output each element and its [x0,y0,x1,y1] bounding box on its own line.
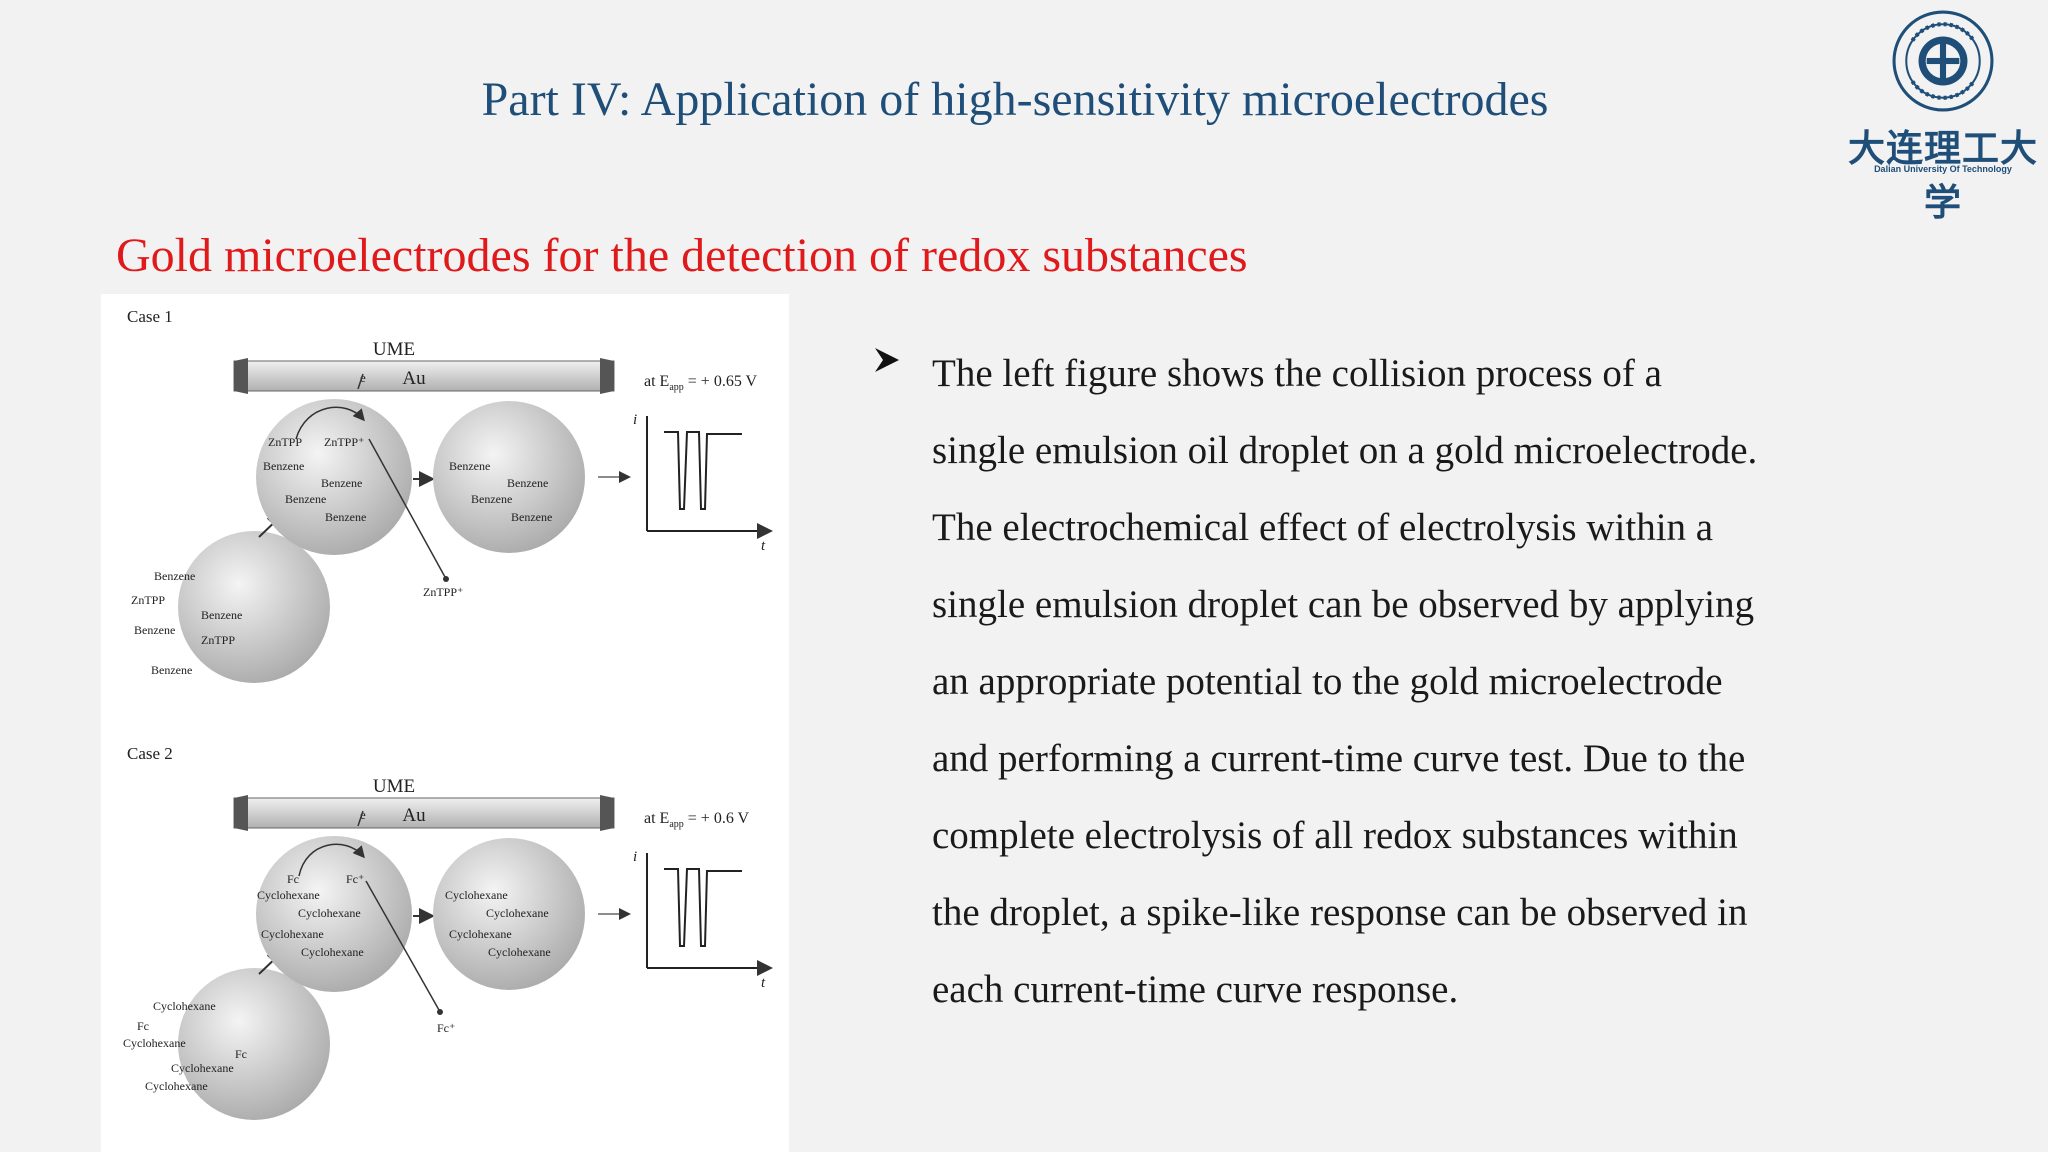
svg-text:Benzene: Benzene [285,492,326,506]
case-1-release-line [368,438,446,578]
case-2-electrode-material: Au [402,805,426,826]
svg-text:ZnTPP: ZnTPP [201,633,235,647]
description-line: an appropriate potential to the gold mic… [932,660,1723,703]
svg-text:ZnTPP: ZnTPP [131,593,165,607]
svg-text:Cyclohexane: Cyclohexane [171,1061,234,1075]
case-1-electrode-label: UME [373,339,415,360]
case-1-approaching-droplet [178,531,330,683]
svg-text:Cyclohexane: Cyclohexane [153,999,216,1013]
description-line: The left figure shows the collision proc… [932,352,1662,395]
case-2-release-line [365,880,440,1011]
slide-title: Part IV: Application of high-sensitivity… [481,73,1549,126]
svg-text:Fc: Fc [137,1019,149,1033]
svg-text:Fc: Fc [235,1047,247,1061]
case-1-panel: Case 1 UME Au e at Eapp = + 0.65 V Benze… [127,307,773,683]
description-line: and performing a current-time curve test… [932,737,1746,780]
case-2-electron-transfer-arrow [298,843,365,877]
section-heading: Gold microelectrodes for the detection o… [116,229,1248,282]
arrow-bullet-icon [875,348,899,372]
case-2-after-droplet-contents: Cyclohexane Cyclohexane Cyclohexane Cycl… [445,888,551,959]
svg-text:Benzene: Benzene [201,608,242,622]
case-1-released-species: ZnTPP⁺ [423,585,463,599]
description-line: The electrochemical effect of electrolys… [932,506,1714,549]
case-1-electrode-material: Au [402,368,426,389]
logo-chinese-name: 大连理工大学 [1848,126,2038,224]
logo-english-name: Dalian University Of Technology [1874,164,2012,174]
svg-text:Cyclohexane: Cyclohexane [301,945,364,959]
case-1-contacting-droplet [256,399,412,555]
case-1-contacting-droplet-contents: ZnTPP ZnTPP⁺ Benzene Benzene Benzene Ben… [263,435,366,524]
svg-text:Fc⁺: Fc⁺ [346,872,364,886]
svg-text:Cyclohexane: Cyclohexane [257,888,320,902]
case-1-after-droplet-contents: Benzene Benzene Benzene Benzene [449,459,552,524]
collision-diagram: Case 1 UME Au e at Eapp = + 0.65 V Benze… [123,307,773,1120]
description-line: the droplet, a spike-like response can b… [932,891,1748,934]
svg-text:Fc: Fc [287,872,299,886]
svg-text:Benzene: Benzene [511,510,552,524]
case-2-approaching-droplet [178,968,330,1120]
case-2-panel: Case 2 UME Au e at Eapp = + 0.6 V Cycloh… [123,744,773,1120]
description-line: single emulsion droplet can be observed … [932,583,1755,626]
university-logo: 大连理工大学 Dalian University Of Technology [1848,10,2038,224]
case-1-label: Case 1 [127,307,173,326]
svg-text:ZnTPP⁺: ZnTPP⁺ [324,435,364,449]
svg-text:Cyclohexane: Cyclohexane [123,1036,186,1050]
case-1-electron: e [360,370,366,385]
svg-text:Benzene: Benzene [471,492,512,506]
case-2-axis-i: i [633,849,637,865]
svg-text:Cyclohexane: Cyclohexane [486,906,549,920]
svg-text:Benzene: Benzene [321,476,362,490]
svg-text:Benzene: Benzene [154,569,195,583]
case-2-approaching-droplet-contents: Cyclohexane Fc Cyclohexane Fc Cyclohexan… [123,999,247,1093]
case-1-spike-trace [664,431,742,510]
case-2-label: Case 2 [127,744,173,763]
description-line: each current-time curve response. [932,968,1459,1011]
case-2-spike-trace [664,868,742,947]
description-line: complete electrolysis of all redox subst… [932,814,1738,857]
svg-text:Cyclohexane: Cyclohexane [445,888,508,902]
case-2-after-droplet [433,838,585,990]
svg-text:Benzene: Benzene [507,476,548,490]
svg-text:Benzene: Benzene [325,510,366,524]
case-2-electron-line [357,810,364,827]
svg-text:Benzene: Benzene [151,663,192,677]
case-1-electron-transfer-arrow [295,406,365,440]
svg-text:Benzene: Benzene [263,459,304,473]
svg-text:Cyclohexane: Cyclohexane [261,927,324,941]
case-2-current-time-plot: i t [633,849,773,991]
description-bullet: The left figure shows the collision proc… [872,335,1872,1028]
case-2-potential: at Eapp = + 0.6 V [644,810,750,830]
svg-text:Cyclohexane: Cyclohexane [298,906,361,920]
case-2-release-dot [437,1009,443,1015]
svg-text:Benzene: Benzene [134,623,175,637]
svg-text:Cyclohexane: Cyclohexane [145,1079,208,1093]
case-2-gold-electrode: Au [233,795,615,831]
svg-text:Benzene: Benzene [449,459,490,473]
case-1-approaching-droplet-contents: Benzene ZnTPP Benzene Benzene ZnTPP Benz… [131,569,242,677]
case-2-electron: e [360,807,366,822]
svg-text:Cyclohexane: Cyclohexane [449,927,512,941]
university-seal-icon [1892,10,1994,112]
case-1-current-time-plot: i t [633,412,773,554]
description-line: single emulsion oil droplet on a gold mi… [932,429,1758,472]
case-1-release-dot [443,576,449,582]
case-1-potential: at Eapp = + 0.65 V [644,373,758,393]
case-1-axis-t: t [761,538,766,554]
case-2-released-species: Fc⁺ [437,1021,455,1035]
case-1-electron-line [357,373,364,390]
case-1-axis-i: i [633,412,637,428]
case-2-axis-t: t [761,975,766,991]
case-2-electrode-label: UME [373,776,415,797]
description-text: The left figure shows the collision proc… [932,335,1872,1028]
svg-text:ZnTPP: ZnTPP [268,435,302,449]
case-2-contacting-droplet-contents: Fc Fc⁺ Cyclohexane Cyclohexane Cyclohexa… [257,872,364,959]
droplet-collision-figure: Case 1 UME Au e at Eapp = + 0.65 V Benze… [101,294,789,1152]
svg-text:Cyclohexane: Cyclohexane [488,945,551,959]
case-1-gold-electrode: Au [233,358,615,394]
case-1-after-droplet [433,401,585,553]
case-2-contacting-droplet [256,836,412,992]
